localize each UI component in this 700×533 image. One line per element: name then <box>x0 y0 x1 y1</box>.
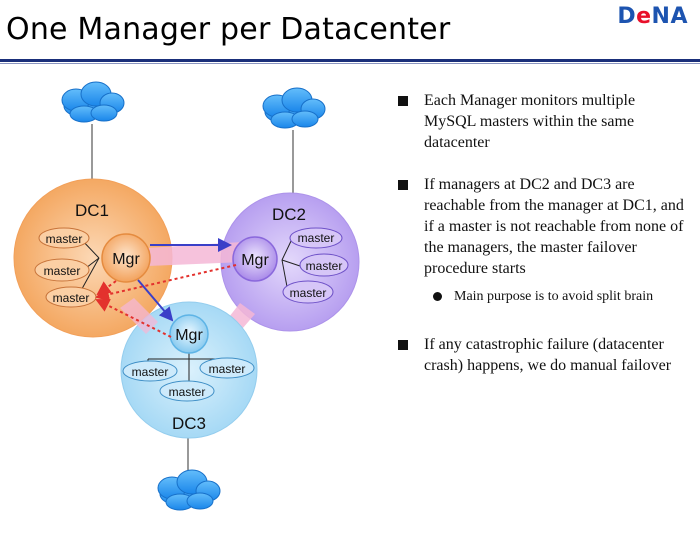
bullet-text: Each Manager monitors multiple MySQL mas… <box>424 92 636 151</box>
dc2-master-label: master <box>298 231 335 245</box>
dc3-master-label: master <box>132 365 169 379</box>
dc1-manager-node <box>101 233 151 283</box>
logo-letters-na: NA <box>651 4 688 29</box>
dc2-manager-label: Mgr <box>241 252 269 269</box>
title-rule-thin <box>0 63 700 64</box>
dc3-master-label: master <box>169 385 206 399</box>
dc2-master-node <box>299 253 349 277</box>
slide-title: One Manager per Datacenter <box>6 12 451 47</box>
dc1-master-label: master <box>46 232 83 246</box>
dc2-manager-node <box>232 236 278 282</box>
square-bullet-icon <box>398 340 408 350</box>
dc3-master-node <box>199 357 255 379</box>
dc1-master-label: master <box>44 264 81 278</box>
check-arrow-dc1-to-master <box>96 280 117 296</box>
datacenter-diagram: master master master master master maste… <box>13 81 360 511</box>
dena-logo: DeNA <box>617 4 688 29</box>
dc1-master-label: master <box>53 291 90 305</box>
dc3-manager-label: Mgr <box>175 327 203 344</box>
arrow-mgr1-to-mgr3 <box>137 279 174 322</box>
logo-letter-d: D <box>617 4 637 29</box>
bullet-item: If any catastrophic failure (datacenter … <box>398 334 688 376</box>
dc1-label: DC1 <box>75 201 109 220</box>
cloud-icon <box>61 81 125 123</box>
dc3-master-label: master <box>209 362 246 376</box>
square-bullet-icon <box>398 180 408 190</box>
bullet-text: If managers at DC2 and DC3 are reachable… <box>424 176 684 277</box>
dc1-master-node <box>34 258 90 282</box>
title-rule <box>0 59 700 62</box>
bullet-text: If any catastrophic failure (datacenter … <box>424 336 672 374</box>
sub-bullet-text: Main purpose is to avoid split brain <box>454 289 654 304</box>
sub-bullet-item: Main purpose is to avoid split brain <box>398 287 688 306</box>
dc1-master-node <box>38 227 90 249</box>
square-bullet-icon <box>398 96 408 106</box>
round-bullet-icon <box>433 292 442 301</box>
dc3-master-node <box>122 360 178 382</box>
dc2-master-node <box>289 227 343 249</box>
bullet-item: Each Manager monitors multiple MySQL mas… <box>398 90 688 153</box>
check-arrow-dc3-to-master <box>95 299 172 338</box>
cloud-icon <box>262 87 326 129</box>
dc3-manager-node <box>169 314 209 354</box>
dc2-label: DC2 <box>272 205 306 224</box>
bullet-list: Each Manager monitors multiple MySQL mas… <box>398 90 688 397</box>
logo-letter-e: e <box>636 4 652 29</box>
dc3-label: DC3 <box>172 414 206 433</box>
bullet-item: If managers at DC2 and DC3 are reachable… <box>398 174 688 279</box>
dc2-master-node <box>282 280 334 304</box>
dc2-master-label: master <box>290 286 327 300</box>
cloud-icon <box>157 469 221 511</box>
dc3-master-node <box>159 380 215 402</box>
dc2-master-label: master <box>306 259 343 273</box>
dc1-manager-label: Mgr <box>112 251 140 268</box>
